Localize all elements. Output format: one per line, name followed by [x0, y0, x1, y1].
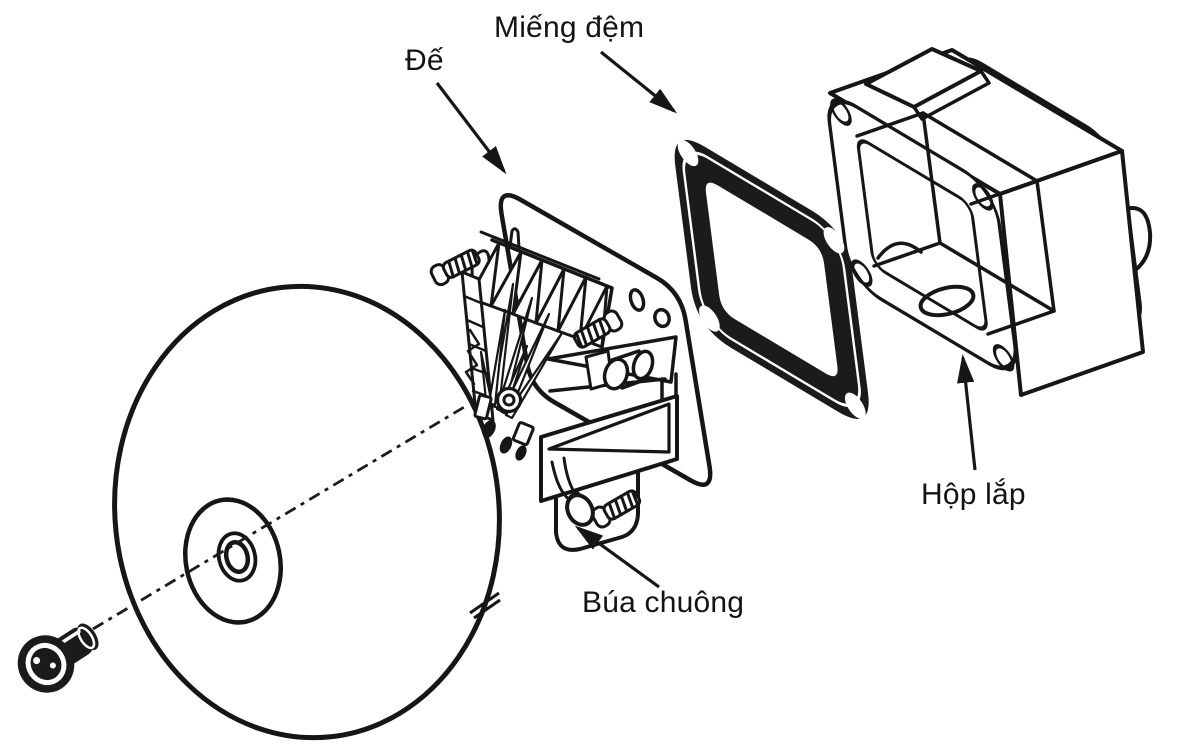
box-top-bump [864, 47, 991, 121]
arrow-mieng-dem [599, 50, 678, 114]
arrow-bua-chuong [574, 525, 660, 589]
bell-hammer-drawing [550, 456, 595, 527]
gasket-drawing [674, 139, 869, 419]
box-right-face [998, 149, 1145, 397]
box-interior [855, 111, 1056, 336]
arrow-hop-lap [957, 353, 977, 471]
coil-cluster [464, 328, 535, 461]
label-bell-hammer: Búa chuông [582, 586, 745, 619]
plate-hole-round [653, 307, 671, 329]
clapper-cylinder [584, 349, 655, 391]
label-gasket: Miếng đệm [494, 11, 645, 44]
plate-hole-slot [628, 288, 646, 312]
fin-block [467, 230, 614, 349]
label-mounting-box: Hộp lắp [921, 478, 1026, 511]
bell-gong-drawing [112, 283, 502, 741]
leader-arrows [435, 50, 977, 589]
base-assembly-drawing [427, 193, 713, 552]
arrow-de [435, 82, 507, 175]
label-base: Đế [405, 44, 444, 77]
mounting-box-drawing [827, 47, 1153, 397]
mounting-screw-drawing [17, 623, 99, 693]
gong-edge-notch [469, 591, 501, 620]
